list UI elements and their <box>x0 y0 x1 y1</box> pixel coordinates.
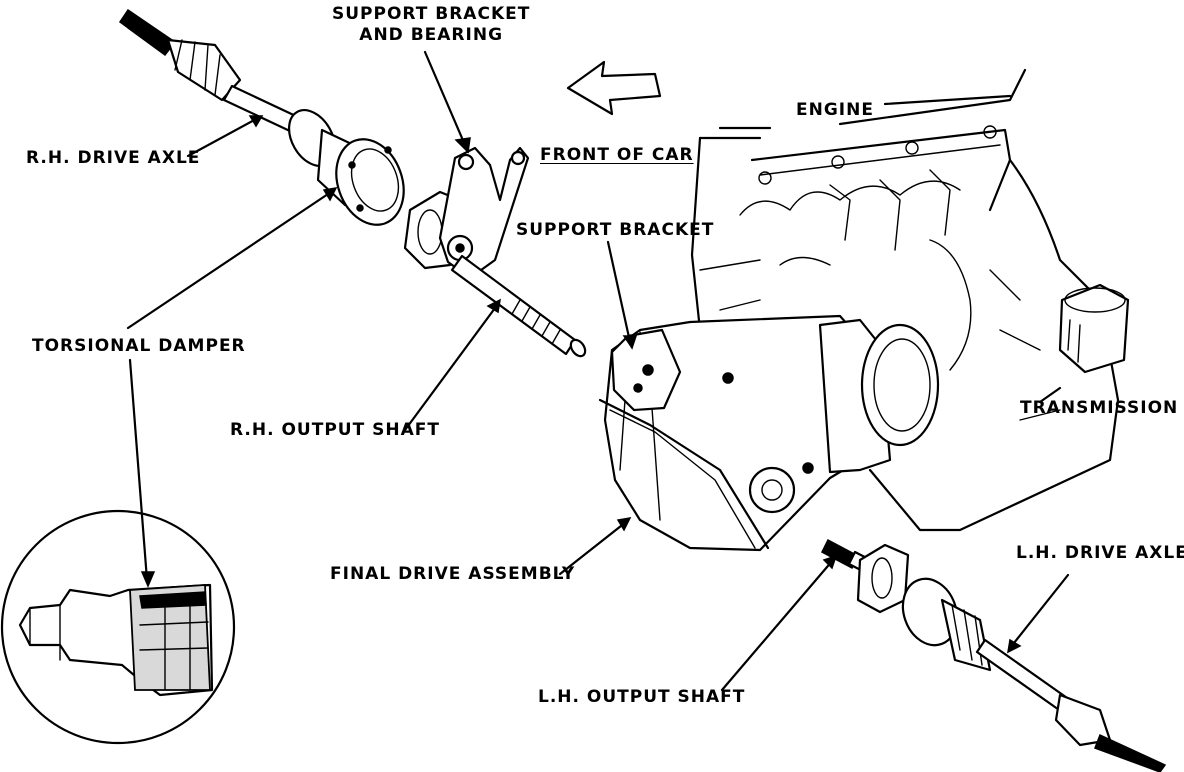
leader-torsional-damper-to-detail <box>128 358 149 582</box>
label-support-bracket: SUPPORT BRACKET <box>516 220 715 240</box>
leader-rh-drive-axle <box>186 116 260 158</box>
label-transmission: TRANSMISSION <box>1020 398 1179 418</box>
lh-axle-cv-joint <box>901 577 959 647</box>
label-support-bracket-and-bearing: SUPPORT BRACKET AND BEARING <box>332 4 530 46</box>
label-front-of-car: FRONT OF CAR <box>540 145 694 165</box>
label-final-drive-assembly: FINAL DRIVE ASSEMBLY <box>330 564 576 584</box>
leader-transmission <box>1038 386 1062 404</box>
lh-shaft-flange <box>856 543 910 614</box>
leader-final-drive-assembly <box>558 520 628 576</box>
lh-axle-outer-boot <box>1054 693 1112 747</box>
leader-lines <box>126 50 1070 692</box>
support-bracket-and-bearing <box>403 146 530 280</box>
leader-lh-output-shaft <box>720 558 835 692</box>
leader-rh-output-shaft <box>403 302 500 432</box>
lh-output-shaft-and-axle <box>821 538 1167 772</box>
label-rh-drive-axle: R.H. DRIVE AXLE <box>26 148 201 168</box>
leader-lh-drive-axle <box>1008 573 1070 650</box>
label-torsional-damper: TORSIONAL DAMPER <box>32 336 246 356</box>
label-rh-output-shaft: R.H. OUTPUT SHAFT <box>230 420 440 440</box>
label-lh-drive-axle: L.H. DRIVE AXLE <box>1016 543 1184 563</box>
engine-block <box>690 68 1130 532</box>
rh-axle-spline-end <box>118 8 177 57</box>
rh-output-shaft <box>450 254 587 358</box>
leader-torsional-damper-to-damper <box>126 188 336 330</box>
transmission-cap <box>1058 283 1130 374</box>
lh-axle-shaft <box>975 638 1072 714</box>
label-support-bracket-and-bearing-line2: AND BEARING <box>359 25 504 45</box>
label-engine: ENGINE <box>796 100 874 120</box>
lh-output-shaft-spline <box>821 538 859 570</box>
lh-output-seal <box>748 466 796 514</box>
label-support-bracket-and-bearing-line1: SUPPORT BRACKET <box>332 4 531 24</box>
label-lh-output-shaft: L.H. OUTPUT SHAFT <box>538 687 746 707</box>
rh-drive-axle <box>118 8 405 226</box>
leader-support-bracket <box>606 240 632 344</box>
front-of-car-arrow <box>566 60 662 116</box>
final-drive-assembly <box>598 314 940 552</box>
leader-engine-right <box>883 94 1012 106</box>
leader-support-bracket-bearing <box>423 50 470 154</box>
torsional-damper-detail <box>0 509 236 745</box>
